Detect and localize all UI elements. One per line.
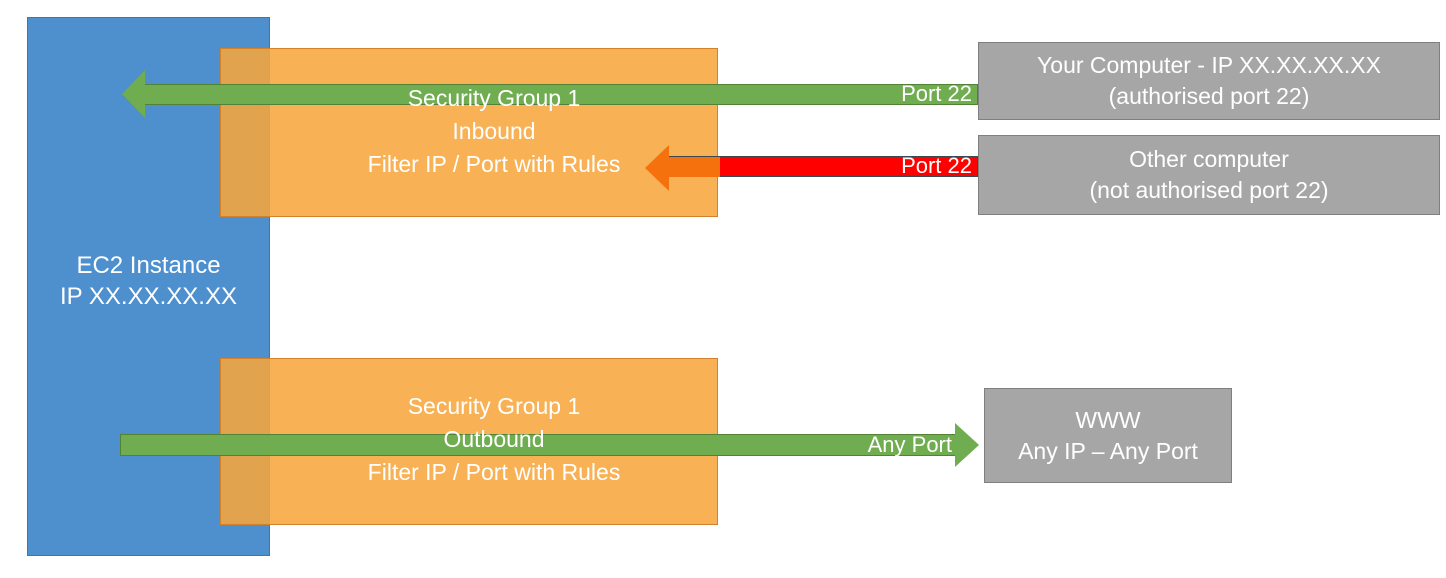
endpoint-your-computer-box: Your Computer - IP XX.XX.XX.XX (authoris… (978, 42, 1440, 120)
blocked-inbound-arrow-head-icon (645, 145, 669, 191)
security-group-inbound-box (220, 48, 718, 217)
allowed-outbound-arrow-head-icon (955, 423, 979, 467)
endpoint-other-computer-box: Other computer (not authorised port 22) (978, 135, 1440, 215)
your-computer-note: (authorised port 22) (1108, 83, 1310, 109)
your-computer-name: Your Computer - IP XX.XX.XX.XX (1037, 52, 1381, 78)
allowed-inbound-arrow-head-icon (122, 70, 145, 118)
ec2-instance-ip: IP XX.XX.XX.XX (60, 283, 237, 310)
blocked-inbound-arrow-shaft-inside-sg (668, 157, 720, 177)
ec2-instance-label: EC2 Instance IP XX.XX.XX.XX (27, 250, 270, 312)
www-note: Any IP – Any Port (1018, 437, 1198, 464)
other-computer-note: (not authorised port 22) (1089, 177, 1329, 203)
ec2-instance-name: EC2 Instance (76, 252, 221, 279)
other-computer-name: Other computer (1129, 146, 1289, 172)
allowed-inbound-arrow-shaft (144, 84, 978, 105)
allowed-outbound-arrow-shaft (120, 434, 958, 456)
endpoint-www-box: WWW Any IP – Any Port (984, 388, 1232, 483)
www-name: WWW (1075, 406, 1141, 433)
